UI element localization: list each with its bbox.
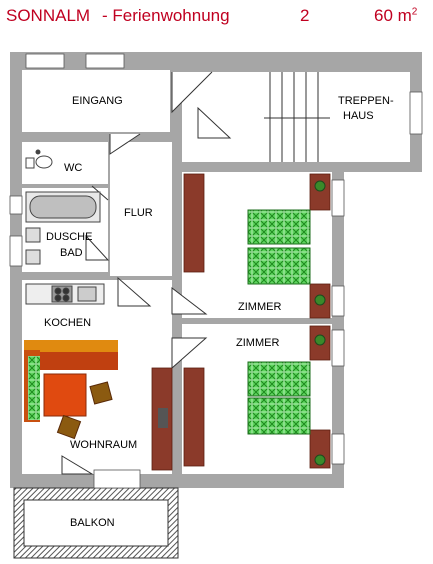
label-zimmer-1: ZIMMER [238,301,281,313]
label-kochen: KOCHEN [44,317,91,329]
bathtub [25,191,101,223]
living-room-furniture [24,340,168,440]
balcony [13,487,179,559]
label-dusche: DUSCHE [46,231,92,243]
wc-fixtures [25,149,53,169]
label-treppenhaus-1: TREPPEN- [338,95,394,107]
title-subtitle: - Ferienwohnung [102,6,230,25]
label-bad: BAD [60,247,83,259]
label-wohnraum: WOHNRAUM [70,439,137,451]
label-zimmer-2: ZIMMER [236,337,279,349]
label-flur: FLUR [124,207,153,219]
label-balkon: BALKON [70,517,115,529]
windows-top [9,53,423,465]
label-wc: WC [64,162,82,174]
sinks [25,227,41,265]
title-area-value: 60 m [374,6,412,25]
title-name: SONNALM [6,6,91,25]
plants [314,180,326,466]
staircase [264,72,330,162]
balcony-door [93,469,141,489]
title-area: 60 m2 [374,6,417,26]
label-eingang: EINGANG [72,95,123,107]
kitchen-counter [25,283,105,305]
title-area-sup: 2 [411,6,418,18]
label-treppenhaus-2: HAUS [343,110,374,122]
title-number: 2 [300,6,310,25]
beds [247,209,311,435]
doors [61,71,232,475]
